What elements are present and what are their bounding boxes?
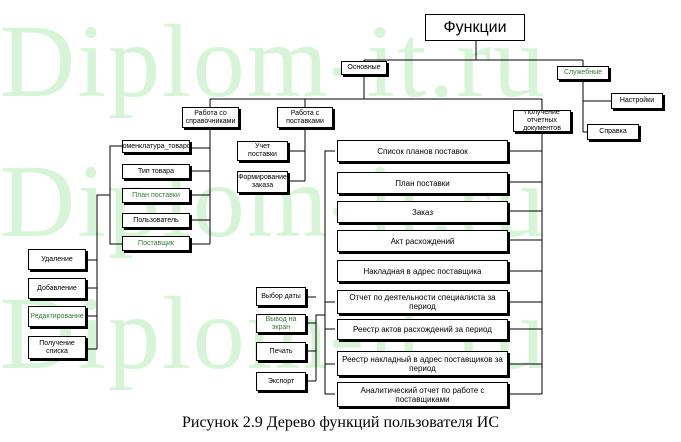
node-edit: Редактирование <box>28 306 86 327</box>
node-dictionaries: Работа со справочниками <box>182 107 239 128</box>
node-supplier: Поставщик <box>122 236 190 251</box>
node-specialist-report: Отчет по деятельности специалиста за пер… <box>337 290 508 314</box>
node-get-list: Получение списка <box>28 336 86 359</box>
node-order: Заказ <box>337 201 508 223</box>
node-discrepancy-act: Акт расхождений <box>337 230 508 252</box>
node-screen-output: Вывод на экран <box>256 314 306 333</box>
node-supplies: Работа с поставками <box>277 107 333 128</box>
node-plans-list: Список планов поставок <box>337 140 508 162</box>
node-acts-registry: Реестр актов расхождений за период <box>337 319 508 340</box>
node-product-type: Тип товара <box>122 164 190 179</box>
node-export: Экспорт <box>256 372 306 391</box>
node-basic: Основные <box>341 61 387 75</box>
node-invoices-registry: Реестр накладный в адрес поставщиков за … <box>337 351 508 376</box>
node-supply-plan-doc: План поставки <box>337 172 508 194</box>
node-reports: Получение отчетных документов <box>513 110 571 132</box>
node-nomenclature: Номенклатура_товаров <box>122 140 190 153</box>
node-functions: Функции <box>425 14 525 41</box>
node-add: Добавление <box>28 278 86 299</box>
node-supply-plan: План поставки <box>122 188 190 203</box>
node-date-select: Выбор даты <box>256 287 306 306</box>
node-invoice: Накладная в адрес поставщика <box>337 260 508 282</box>
node-order-forming: Формирование заказа <box>237 171 288 193</box>
node-settings: Настройки <box>611 93 663 109</box>
node-delete: Удаление <box>28 249 86 270</box>
node-supply-accounting: Учет поставки <box>237 141 288 161</box>
figure-caption: Рисунок 2.9 Дерево функций пользователя … <box>182 414 499 431</box>
node-service: Служебные <box>557 66 609 80</box>
node-user: Пользователь <box>122 213 190 228</box>
node-analytic-report: Аналитический отчет по работе с поставщи… <box>337 382 508 407</box>
node-print: Печать <box>256 342 306 361</box>
node-help: Справка <box>587 124 639 140</box>
